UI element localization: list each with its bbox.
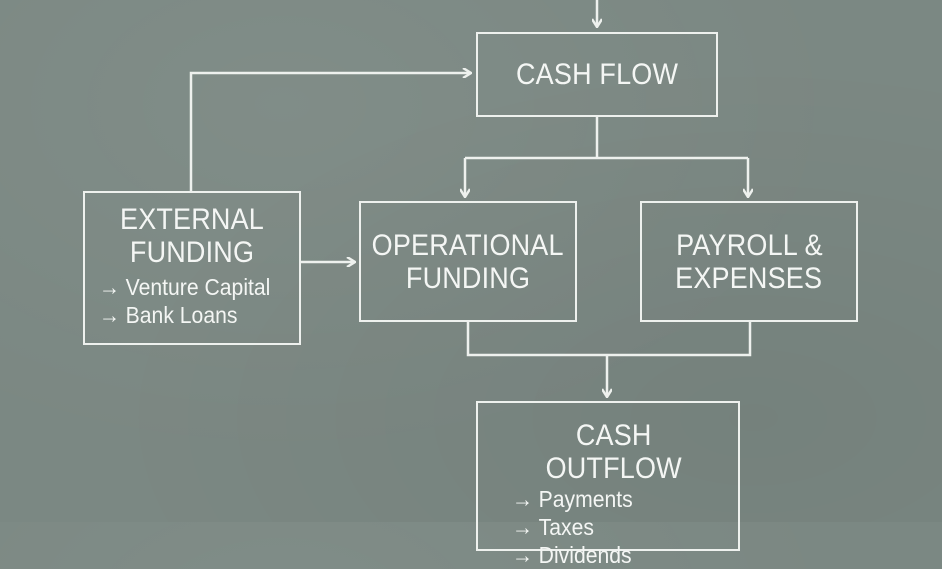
cash-flow-title: CASH FLOW — [515, 58, 679, 91]
external-funding-title-line1: EXTERNAL — [119, 203, 264, 236]
list-item: →Venture Capital — [99, 274, 271, 300]
arrow-right-icon: → — [99, 302, 121, 328]
list-item: →Taxes — [512, 514, 594, 540]
arrow-right-icon: → — [512, 486, 534, 512]
payroll-expenses-title-line1: PAYROLL & — [675, 228, 823, 262]
payroll-expenses-box: PAYROLL & EXPENSES — [640, 201, 858, 322]
cash-outflow-box: CASH OUTFLOW →Payments →Taxes →Dividends — [476, 401, 740, 568]
list-item: →Bank Loans — [99, 302, 238, 328]
connector-lines — [189, 0, 942, 522]
cash-flow-box: CASH FLOW — [476, 32, 718, 117]
arrow-external-to-cash-flow — [189, 73, 470, 191]
cash-outflow-title: CASH OUTFLOW — [545, 419, 682, 485]
list-item: →Payments — [512, 486, 633, 512]
payroll-expenses-title-line2: EXPENSES — [675, 261, 823, 295]
operational-funding-box: OPERATIONAL FUNDING — [359, 201, 577, 322]
external-funding-title-line2: FUNDING — [129, 236, 255, 269]
operational-funding-title-line1: OPERATIONAL — [371, 228, 565, 262]
arrow-right-icon: → — [99, 274, 121, 300]
arrow-right-icon: → — [512, 514, 534, 540]
operational-funding-title-line2: FUNDING — [405, 261, 531, 295]
list-item: →Dividends — [512, 542, 632, 568]
arrow-right-icon: → — [512, 542, 534, 568]
connector-merge — [466, 322, 752, 357]
external-funding-box: EXTERNAL FUNDING →Venture Capital →Bank … — [83, 191, 301, 345]
